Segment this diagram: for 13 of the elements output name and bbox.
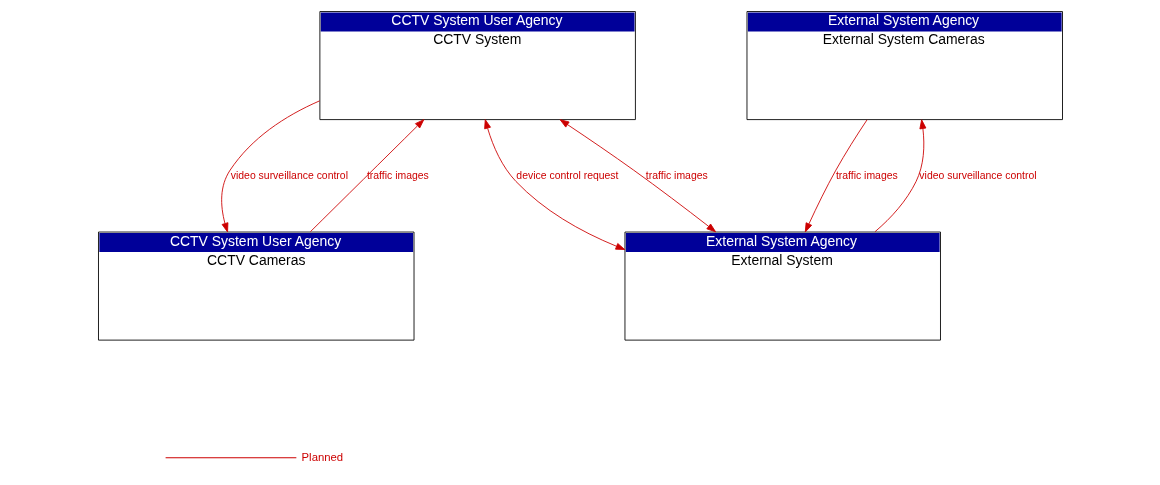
edge-label: traffic images <box>645 169 708 181</box>
edge-label: device control request <box>515 169 618 181</box>
arrow <box>309 119 424 233</box>
edge-label: video surveillance control <box>230 169 348 181</box>
arrow <box>220 100 320 233</box>
edge-label: traffic images <box>835 169 898 181</box>
legend-label: Planned <box>301 450 343 463</box>
arrow <box>559 119 716 233</box>
arrow <box>804 119 867 233</box>
edge-label: traffic images <box>366 169 429 181</box>
arrow <box>483 119 625 250</box>
arrow <box>874 119 926 233</box>
edge-label: video surveillance control <box>918 169 1037 181</box>
